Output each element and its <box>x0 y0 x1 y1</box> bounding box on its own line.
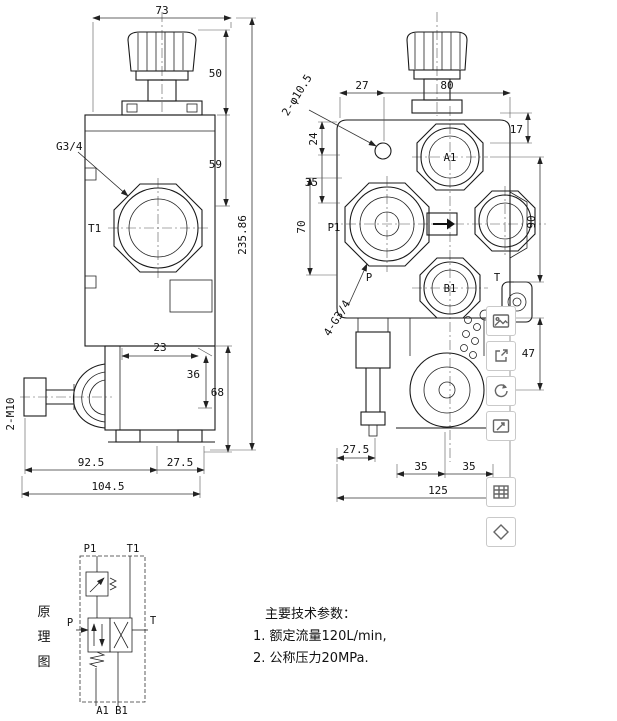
dim-80: 80 <box>440 79 453 92</box>
left-lower-body <box>104 345 216 443</box>
schematic-label-p1: P1 <box>84 543 97 555</box>
dim-125: 125 <box>428 484 448 497</box>
dim-27: 27 <box>355 79 368 92</box>
rotate-icon <box>494 384 508 398</box>
right-lower-assembly <box>355 318 500 437</box>
port-t <box>474 190 536 252</box>
dim-35-b: 35 <box>462 460 475 473</box>
schematic-label-a1b1: A1 B1 <box>96 705 128 717</box>
right-valve-body <box>336 119 533 323</box>
dim-70: 70 <box>295 220 308 233</box>
dim-59: 59 <box>209 158 222 171</box>
port-b1 <box>419 257 481 319</box>
left-view-drawing: 73 50 59 235.86 G3/4 T1 23 36 68 2-M10 9… <box>4 4 256 498</box>
tech-params-line-1: 1. 额定流量120L/min, <box>253 629 387 644</box>
port-a1 <box>416 123 484 191</box>
port-label-p: P <box>366 272 372 284</box>
left-view-dimensions <box>21 15 256 498</box>
rotate-tool-button[interactable] <box>486 376 516 406</box>
schematic-label-t: T <box>150 615 157 627</box>
dim-92-5: 92.5 <box>78 456 105 469</box>
port-label-t: T <box>494 272 501 284</box>
edit-image-icon <box>492 419 510 433</box>
dim-35-left: 35 <box>305 176 318 189</box>
schematic-label-p: P <box>67 617 73 629</box>
schematic-title-char-3: 图 <box>37 655 50 670</box>
right-view-drawing: 2-φ10.5 27 80 17 24 35 70 90 47 4-G3/4 A… <box>279 12 546 502</box>
label-2-m10: 2-M10 <box>4 397 17 430</box>
schematic-title-char-1: 原 <box>37 605 50 620</box>
flow-arrow-symbol <box>426 212 458 236</box>
dim-68: 68 <box>211 386 224 399</box>
export-arrow-icon <box>495 349 508 362</box>
schematic-label-t1: T1 <box>127 543 140 555</box>
tech-params-line-2: 2. 公称压力20MPa. <box>253 651 369 666</box>
dim-27-5-left: 27.5 <box>167 456 194 469</box>
leader-hole <box>308 109 377 147</box>
dim-24: 24 <box>307 132 320 146</box>
schematic-title-char-2: 理 <box>37 630 50 645</box>
control-lever <box>23 363 106 429</box>
port-label-a1: A1 <box>444 152 457 164</box>
port-label-p1: P1 <box>328 222 341 234</box>
label-2-phi-10-5: 2-φ10.5 <box>279 72 315 118</box>
edit-image-tool-button[interactable] <box>486 411 516 441</box>
dim-35-a: 35 <box>414 460 427 473</box>
port-p1 <box>344 182 430 267</box>
label-t1-port: T1 <box>88 222 101 235</box>
image-icon <box>492 314 510 328</box>
port-label-b1: B1 <box>444 283 457 295</box>
leader-ports <box>347 263 368 307</box>
dim-73: 73 <box>155 4 168 17</box>
label-g3-4: G3/4 <box>56 140 83 153</box>
dim-17: 17 <box>510 123 523 136</box>
dim-36: 36 <box>187 368 200 381</box>
export-tool-button[interactable] <box>486 341 516 371</box>
dim-235-86: 235.86 <box>236 215 249 255</box>
technical-parameters: 主要技术参数： 1. 额定流量120L/min, 2. 公称压力20MPa. <box>253 604 387 670</box>
tech-params-title: 主要技术参数： <box>265 607 357 622</box>
diamond-shape-icon <box>493 524 509 540</box>
dim-90: 90 <box>525 215 538 228</box>
dim-47: 47 <box>522 347 535 360</box>
dim-23: 23 <box>153 341 166 354</box>
dim-27-5-right: 27.5 <box>343 443 370 456</box>
right-hand-knob <box>406 31 468 114</box>
table-tool-button[interactable] <box>486 477 516 507</box>
hydraulic-schematic: P1 T1 P T A1 B1 原 理 图 <box>37 543 156 717</box>
image-tool-button[interactable] <box>486 306 516 336</box>
dim-104-5: 104.5 <box>91 480 124 493</box>
shape-tool-button[interactable] <box>486 517 516 547</box>
dim-50: 50 <box>209 67 222 80</box>
table-icon <box>493 485 509 499</box>
